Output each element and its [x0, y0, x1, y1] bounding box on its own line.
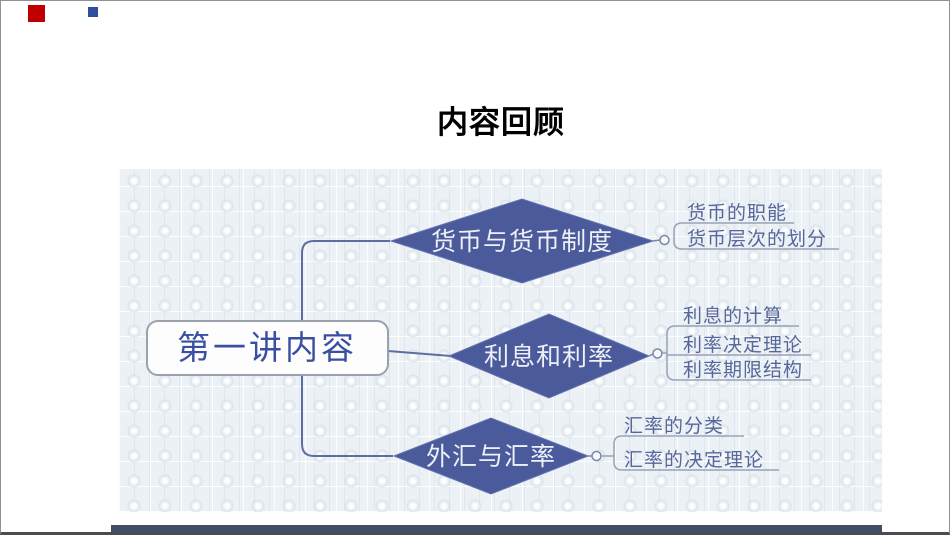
red-square-decor — [28, 5, 45, 22]
diamond-label-2: 利息和利率 — [484, 343, 614, 371]
blue-square-decor — [88, 7, 98, 17]
node-circle-1 — [659, 234, 670, 246]
branch-label-3-1: 汇率的分类 — [624, 415, 724, 437]
diamond-label-3: 外汇与汇率 — [426, 443, 556, 471]
bracket-3 — [601, 435, 779, 471]
node-circle-2 — [652, 348, 663, 359]
branch-label-1-1: 货币的职能 — [687, 202, 787, 224]
branch-label-3-2: 汇率的决定理论 — [624, 449, 764, 471]
connector-middle — [387, 350, 452, 357]
node-tick-1 — [652, 239, 661, 242]
bracket-1 — [673, 222, 839, 250]
bracket-2-middle-line — [662, 352, 811, 356]
root-node-box — [146, 320, 389, 376]
node-circle-3 — [591, 450, 602, 462]
branch-label-1-2: 货币层次的划分 — [687, 228, 827, 250]
connector-top — [301, 240, 390, 321]
connector-bottom — [301, 375, 393, 457]
diamond-label-1: 货币与货币制度 — [431, 228, 613, 256]
branch-label-2-1: 利息的计算 — [683, 305, 783, 327]
branch-label-2-2: 利率决定理论 — [683, 334, 803, 356]
branch-label-2-3: 利率期限结构 — [683, 359, 803, 381]
root-node-label: 第一讲内容 — [177, 329, 357, 366]
bottom-bar-decor — [111, 525, 882, 532]
slide-title: 内容回顾 — [437, 105, 565, 140]
